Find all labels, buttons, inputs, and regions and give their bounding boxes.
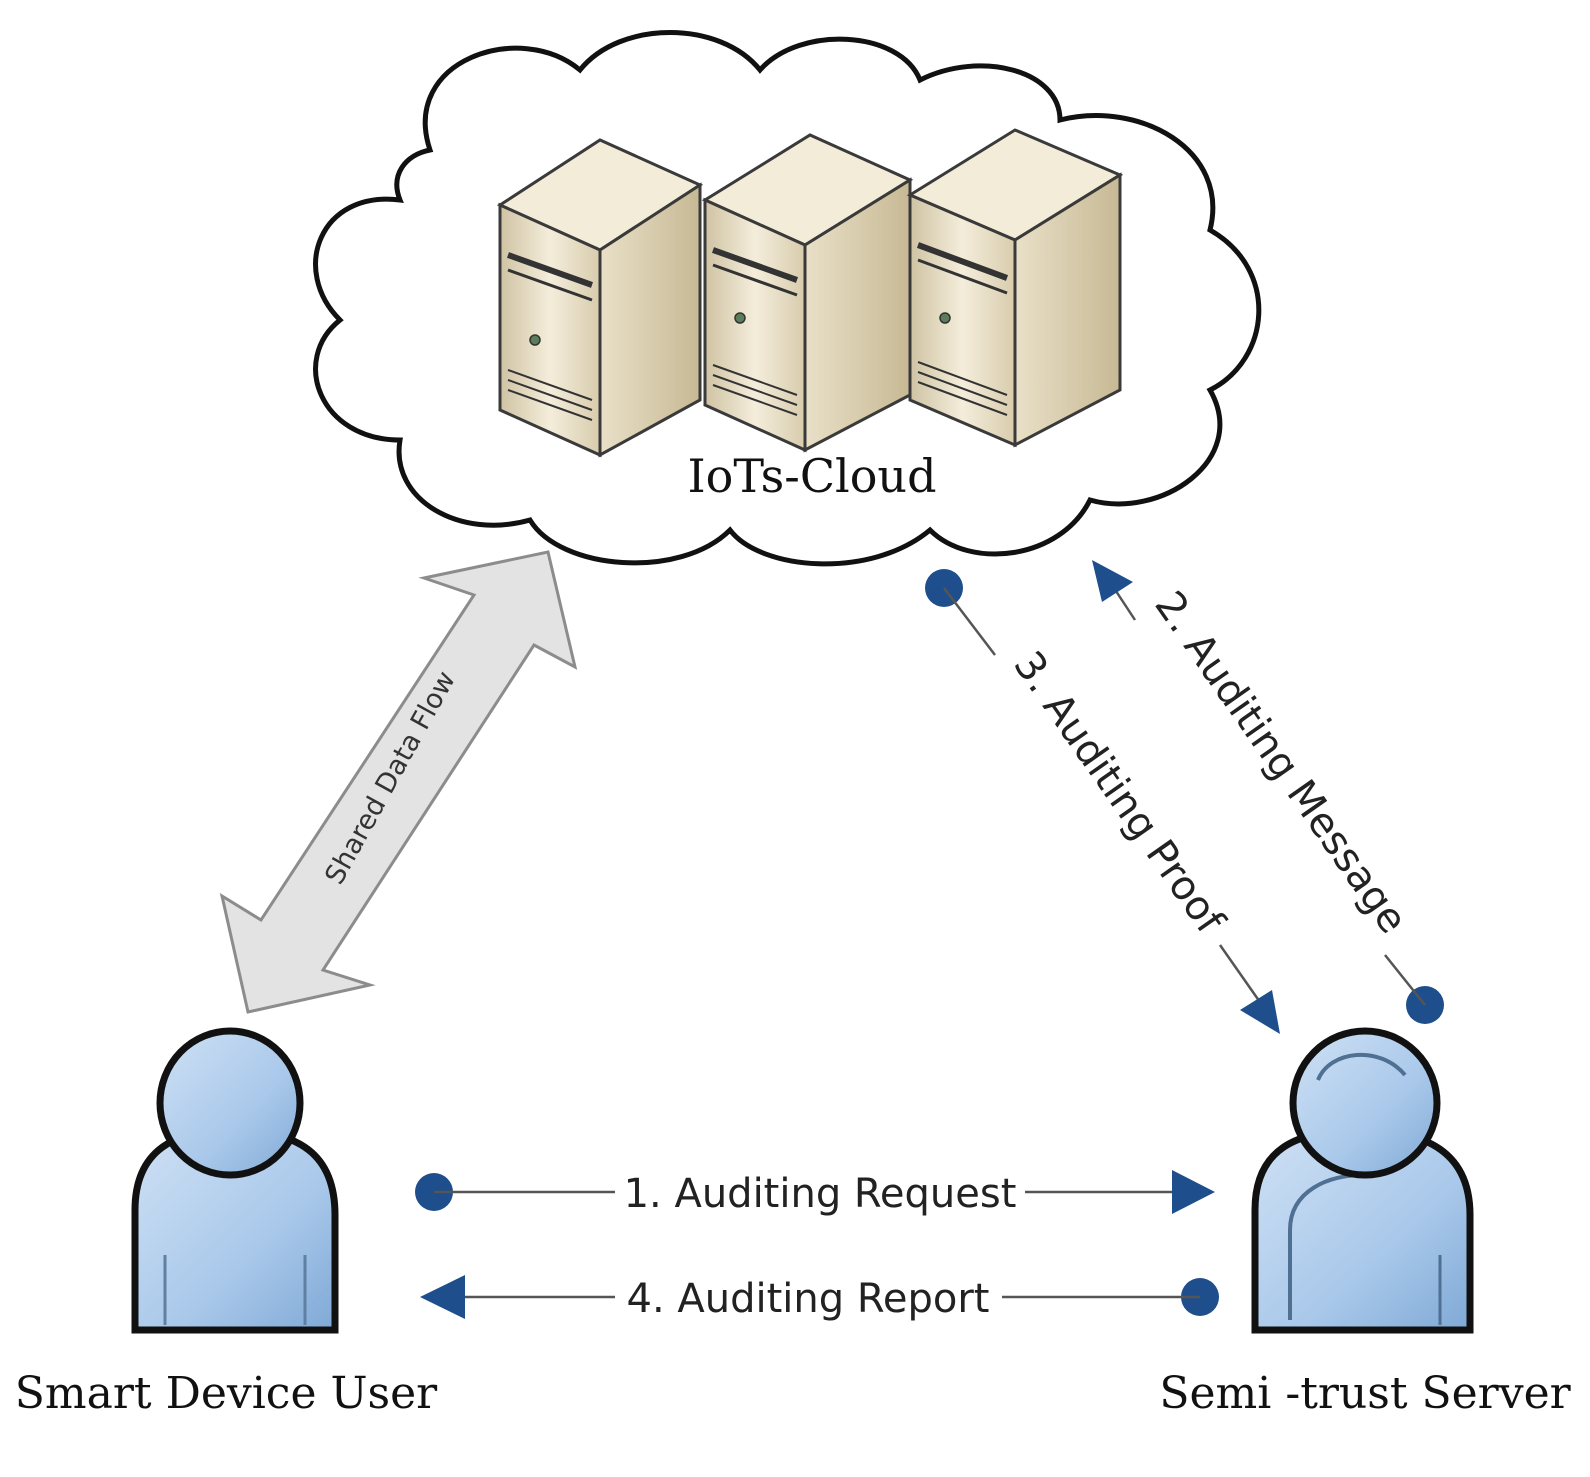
server-label: Semi -trust Server	[1159, 1368, 1571, 1419]
server-icon-1	[496, 138, 704, 458]
shared-data-flow-arrow: Shared Data Flow	[219, 550, 578, 1014]
step4-label: 4. Auditing Report	[627, 1276, 990, 1322]
step3-label: 3. Auditing Proof	[1004, 643, 1233, 942]
step1-label: 1. Auditing Request	[624, 1171, 1017, 1217]
step2-arrowhead	[1092, 560, 1133, 602]
server-icon-2	[701, 133, 914, 453]
server-icon-3	[906, 128, 1124, 448]
user-person-icon	[131, 1027, 339, 1334]
step3-arrowhead	[1240, 990, 1280, 1034]
user-label: Smart Device User	[15, 1368, 438, 1419]
step3-connector: 3. Auditing Proof	[925, 569, 1280, 1034]
step1-connector: 1. Auditing Request	[415, 1170, 1215, 1217]
step4-arrowhead	[420, 1275, 465, 1319]
step1-arrowhead	[1172, 1170, 1215, 1214]
cloud-label: IoTs-Cloud	[687, 449, 936, 503]
server-person-icon	[1251, 1027, 1474, 1334]
step4-connector: 4. Auditing Report	[420, 1275, 1219, 1322]
